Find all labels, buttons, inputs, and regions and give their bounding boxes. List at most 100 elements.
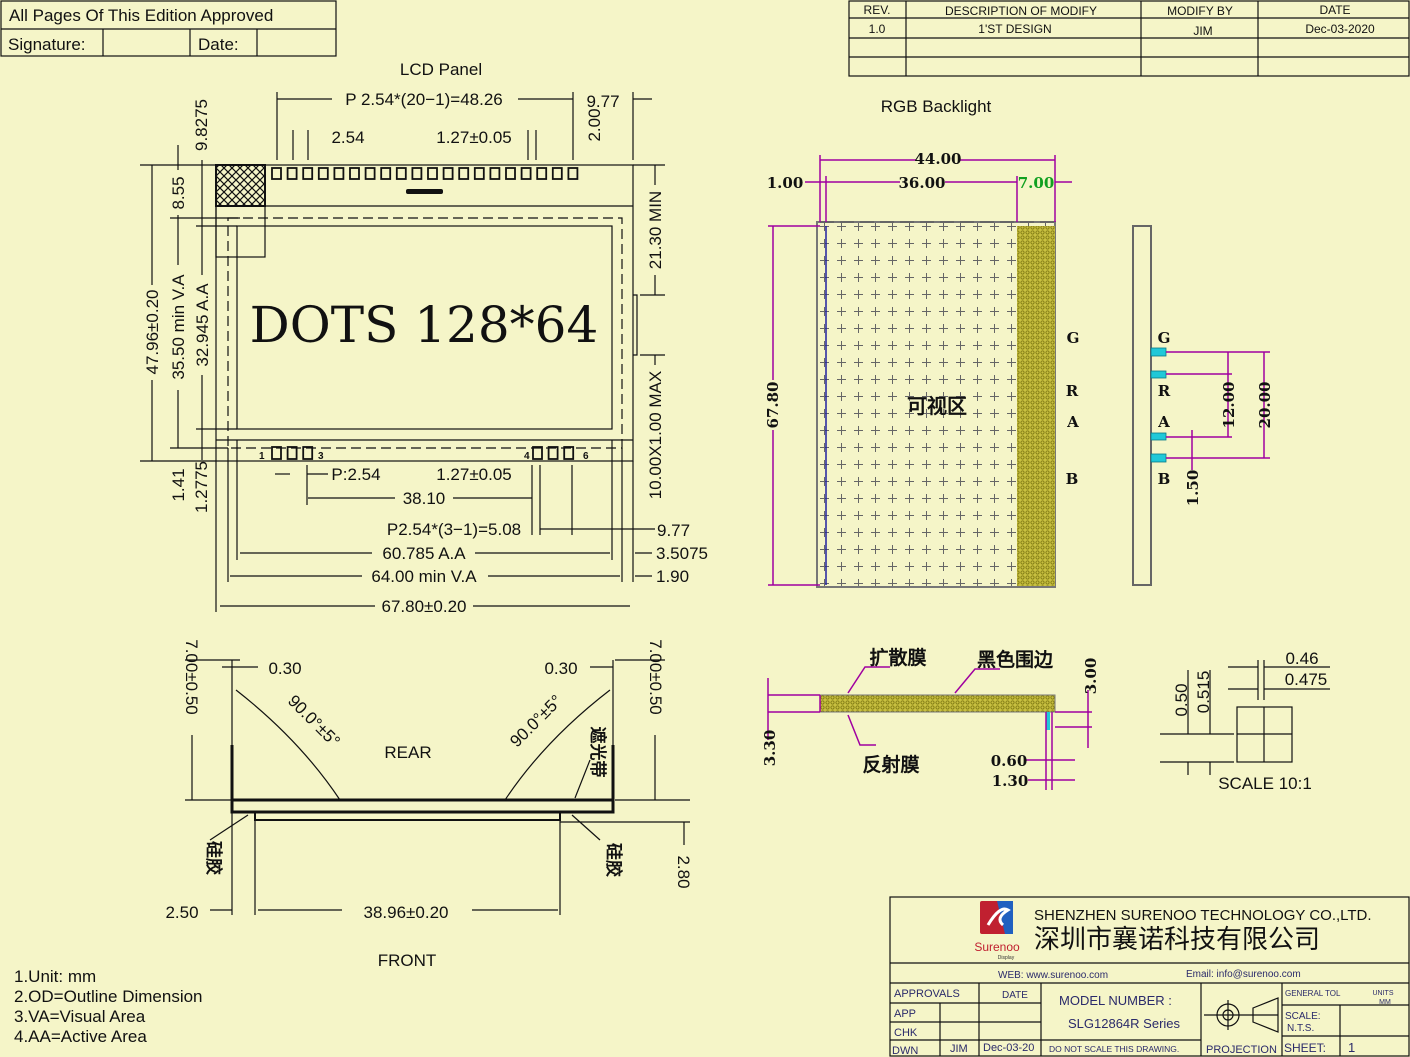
height-right: 7.00±0.50 xyxy=(646,639,665,715)
dim-0515: 0.515 xyxy=(1194,671,1213,714)
dim-aa-offset: 3.5075 xyxy=(656,544,708,563)
email-link[interactable]: Email: info@surenoo.com xyxy=(1186,969,1301,980)
dim-bottom-1: 1.41 xyxy=(169,468,188,501)
note-2: 2.OD=Outline Dimension xyxy=(14,987,203,1006)
revision-table: REV. DESCRIPTION OF MODIFY MODIFY BY DAT… xyxy=(848,0,1410,77)
dim-top-pitch: P 2.54*(20−1)=48.26 xyxy=(345,90,503,109)
approvals-label: APPROVALS xyxy=(894,988,960,1000)
desc-value: 1'ST DESIGN xyxy=(978,22,1051,36)
dim-top-right: 9.77 xyxy=(586,92,619,111)
units-value: MM xyxy=(1379,999,1391,1006)
dim-pitch-bottom: P:2.54 xyxy=(331,465,380,484)
dim-total: 44.00 xyxy=(915,150,962,168)
edge-pin-g: G xyxy=(1158,329,1171,347)
date-label: Date: xyxy=(198,35,239,54)
signature-label: Signature: xyxy=(8,35,86,54)
no-scale-note: DO NOT SCALE THIS DRAWING. xyxy=(1049,1044,1179,1054)
pin-pad xyxy=(317,167,329,180)
pin-pad xyxy=(458,167,470,180)
dim-pin-150: 1.50 xyxy=(1184,470,1202,507)
date-value: Dec-03-2020 xyxy=(1305,22,1375,36)
dim-left: 1.00 xyxy=(767,174,804,192)
pin-pad xyxy=(567,167,579,180)
pin-pad xyxy=(286,167,298,180)
scale-label: SCALE: xyxy=(1285,1011,1321,1022)
date-col-label: DATE xyxy=(1002,990,1028,1001)
pin-pad xyxy=(302,446,314,460)
pin-pad xyxy=(411,167,423,180)
pin-pad xyxy=(532,446,543,460)
pin-1-label: 1 xyxy=(259,451,265,462)
pin-pad xyxy=(427,167,438,180)
chk-label: CHK xyxy=(894,1027,918,1039)
pin-pad xyxy=(302,167,314,180)
approval-text: All Pages Of This Edition Approved xyxy=(9,6,273,25)
pin-3-label: 3 xyxy=(318,451,324,462)
pin-pad xyxy=(563,446,575,460)
dim-bottom-pitch: P2.54*(3−1)=5.08 xyxy=(387,520,521,539)
dim-0475: 0.475 xyxy=(1285,670,1328,689)
dim-050: 0.50 xyxy=(1172,683,1191,716)
dwn-date: Dec-03-20 xyxy=(983,1042,1034,1054)
dim-bottom-right: 9.77 xyxy=(657,521,690,540)
dim-left-offset: 9.8275 xyxy=(192,99,211,151)
pin-pad xyxy=(271,167,282,180)
web-link[interactable]: WEB: www.surenoo.com xyxy=(998,970,1108,981)
lcd-panel-title: LCD Panel xyxy=(400,60,482,79)
front-label: FRONT xyxy=(378,951,437,970)
note-3: 3.VA=Visual Area xyxy=(14,1007,146,1026)
pin-pad xyxy=(536,167,548,180)
dim-pin-20: 20.00 xyxy=(1256,382,1274,429)
dim-pin-12: 12.00 xyxy=(1220,382,1238,429)
dwn-by: JIM xyxy=(950,1043,968,1055)
dim-060: 0.60 xyxy=(991,752,1028,770)
pin-pad xyxy=(349,167,360,180)
dim-right-min: 21.30 MIN xyxy=(646,191,665,269)
black-edge-label: 黑色围边 xyxy=(977,648,1054,671)
note-1: 1.Unit: mm xyxy=(14,967,96,986)
scale-label: SCALE 10:1 xyxy=(1218,774,1312,793)
view-area-label: 可视区 xyxy=(907,395,967,418)
projection-symbol-icon xyxy=(1204,997,1279,1033)
logo-sub: Display xyxy=(998,955,1015,961)
pin-6-label: 6 xyxy=(583,451,589,462)
scale-value: N.T.S. xyxy=(1287,1023,1314,1034)
company-cn: 深圳市襄诺科技有限公司 xyxy=(1034,924,1320,954)
dim-va-width: 64.00 min V.A xyxy=(371,567,477,586)
top-pin-row xyxy=(271,167,579,180)
gap-left: 0.30 xyxy=(268,659,301,678)
model-label: MODEL NUMBER : xyxy=(1059,993,1172,1008)
offset-dim: 2.50 xyxy=(165,903,198,922)
desc-header: DESCRIPTION OF MODIFY xyxy=(945,4,1097,18)
dim-aa-width: 60.785 A.A xyxy=(382,544,466,563)
app-label: APP xyxy=(894,1008,916,1020)
height-left: 7.00±0.50 xyxy=(182,639,201,715)
backlight-title: RGB Backlight xyxy=(881,97,992,116)
pin-pad xyxy=(395,167,407,180)
width-dim: 38.96±0.20 xyxy=(364,903,449,922)
pin-pad xyxy=(286,446,298,460)
dim-130: 1.30 xyxy=(992,772,1029,790)
pin-4-label: 4 xyxy=(524,451,530,462)
approval-box: All Pages Of This Edition Approved Signa… xyxy=(0,0,337,57)
dim-046: 0.46 xyxy=(1285,649,1318,668)
active-area-outline xyxy=(236,225,613,430)
dim-aa-height: 32.945 A.A xyxy=(193,283,212,367)
gap-right: 0.30 xyxy=(544,659,577,678)
dim-pin-offset: 2.00 xyxy=(585,108,604,141)
pin-pad xyxy=(380,167,392,180)
reflector-label: 反射膜 xyxy=(862,753,919,776)
pin-pad xyxy=(271,446,282,460)
modify-by-value: JIM xyxy=(1193,24,1212,38)
title-block: Surenoo Display SHENZHEN SURENOO TECHNOL… xyxy=(889,896,1410,1057)
dots-label: DOTS 128*64 xyxy=(250,296,599,354)
backlight-section xyxy=(819,694,1056,713)
edge-pin-r: R xyxy=(1158,382,1171,400)
pin-pad xyxy=(547,446,559,460)
dwn-label: DWN xyxy=(892,1045,918,1057)
dim-va-offset: 1.90 xyxy=(656,567,689,586)
rear-label: REAR xyxy=(384,743,431,762)
date-header: DATE xyxy=(1319,3,1350,17)
pin-pad xyxy=(489,167,501,180)
